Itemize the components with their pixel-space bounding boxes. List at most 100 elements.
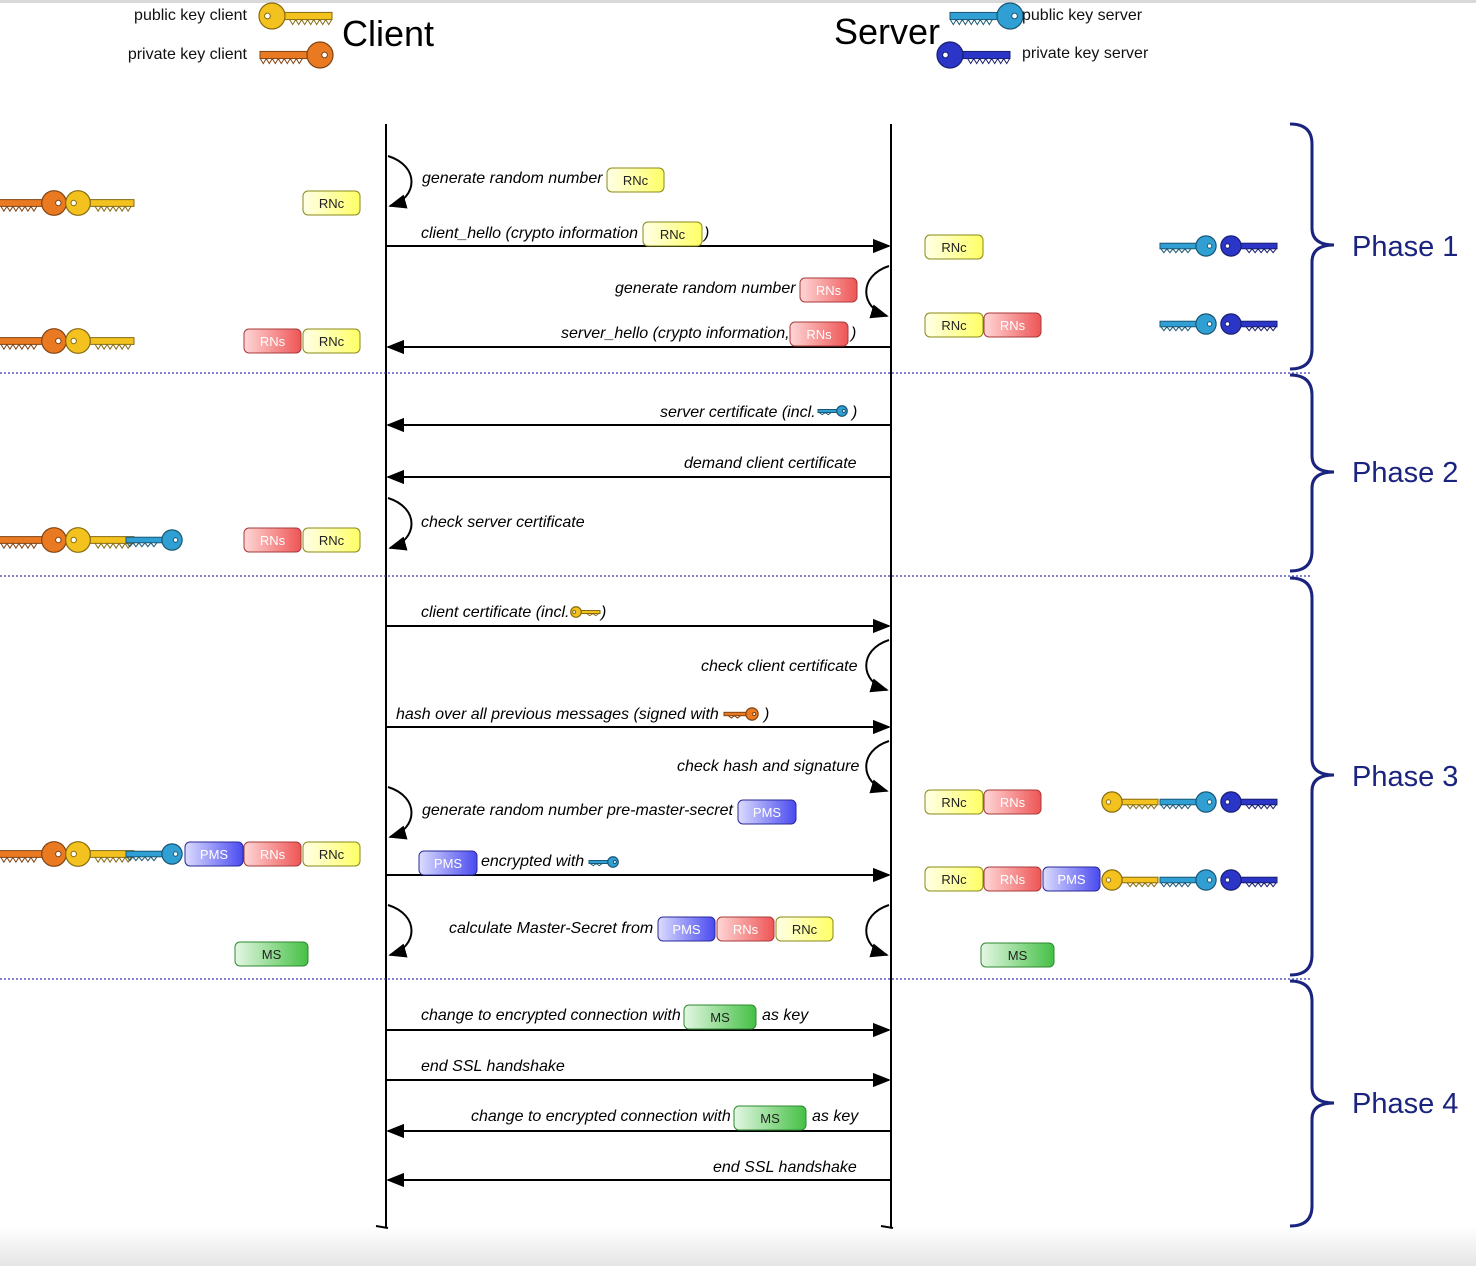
key-teeth	[949, 19, 993, 26]
key-bow	[161, 529, 183, 551]
self-loop-server	[865, 265, 890, 319]
pms-token: PMS	[737, 799, 797, 825]
token-label: PMS	[200, 847, 229, 862]
public-key-server-icon	[588, 856, 619, 868]
key-hole	[321, 51, 328, 59]
server-keys	[1159, 235, 1278, 257]
key-bow	[65, 527, 91, 553]
key-bow	[1195, 869, 1217, 891]
rns-token: RNs	[243, 328, 302, 354]
rns-token: RNs	[983, 789, 1042, 815]
private-key-client-icon	[723, 707, 759, 721]
key-bow	[41, 328, 67, 354]
key-teeth	[1160, 882, 1192, 888]
message-label: client certificate (incl.	[421, 604, 570, 621]
token-box	[789, 321, 849, 347]
legend-private-key-client-label: private key client	[128, 46, 248, 63]
key-hole	[70, 850, 77, 858]
legend-public-key-client-label: public key client	[134, 7, 248, 24]
key-bow	[1220, 235, 1242, 257]
key-shaft	[283, 11, 333, 21]
key-hole	[1105, 799, 1112, 805]
message-label: hash over all previous messages (signed …	[396, 706, 719, 723]
public-key-client-icon	[65, 190, 135, 216]
key-teeth	[94, 857, 132, 864]
token-box	[924, 866, 984, 892]
token-label: MS	[262, 947, 282, 962]
public-key-client-icon	[1101, 791, 1159, 813]
key-bow	[996, 2, 1024, 30]
key-shaft	[961, 50, 1011, 60]
key-shaft	[723, 711, 747, 717]
key-shaft	[1239, 876, 1278, 884]
rns-token: RNs	[983, 312, 1042, 338]
token-box	[243, 841, 302, 867]
public-key-server-icon	[1159, 313, 1217, 335]
key-hole	[942, 51, 949, 59]
public-key-client-icon	[1101, 869, 1159, 891]
key-shaft	[1239, 242, 1278, 250]
key-hole	[1224, 321, 1231, 327]
window-top-edge	[0, 0, 1476, 3]
key-shaft	[1239, 798, 1278, 806]
token-box	[716, 916, 775, 942]
key-shaft	[817, 409, 838, 413]
key-bow	[258, 2, 286, 30]
phase-3-label: Phase 3	[1352, 761, 1458, 793]
legend-public-key-client-icon	[258, 2, 333, 30]
key-hole	[1224, 877, 1231, 883]
token-box	[983, 789, 1042, 815]
key-bow	[1195, 313, 1217, 335]
token-box	[733, 1105, 807, 1131]
actor-server-title: Server	[834, 11, 940, 52]
token-box	[924, 234, 984, 260]
self-loop-client	[387, 155, 413, 209]
rnc-token: RNc	[775, 916, 834, 942]
key-bow	[1195, 235, 1217, 257]
actor-client-title: Client	[342, 13, 434, 54]
self-loop-client	[387, 786, 413, 840]
legend-private-key-server-icon	[936, 41, 1011, 69]
pms-token: PMS	[657, 916, 716, 942]
key-hole	[55, 199, 62, 207]
token-label: RNs	[1000, 795, 1026, 810]
key-shaft	[1159, 798, 1198, 806]
key-shaft	[949, 11, 999, 21]
key-teeth	[94, 344, 132, 351]
key-hole	[1206, 243, 1213, 249]
rnc-token: RNc	[642, 221, 703, 247]
token-box	[983, 312, 1042, 338]
token-box	[775, 916, 834, 942]
message-label: change to encrypted connection with	[471, 1108, 731, 1125]
message-label: encrypted with	[481, 853, 584, 870]
ms-token: MS	[683, 1004, 757, 1030]
public-key-server-icon	[1159, 791, 1217, 813]
self-loop-client	[387, 904, 413, 958]
private-key-server-icon	[1220, 235, 1278, 257]
key-teeth	[94, 206, 132, 213]
key-teeth	[1245, 326, 1277, 332]
key-teeth	[94, 543, 132, 550]
key-hole	[55, 536, 62, 544]
key-hole	[172, 851, 179, 857]
public-key-client-icon	[65, 527, 135, 553]
private-key-client-icon	[0, 190, 67, 216]
token-box	[302, 328, 361, 354]
self-loop-server	[865, 639, 890, 693]
ms-token: MS	[234, 941, 309, 967]
key-teeth	[1160, 248, 1192, 254]
key-hole	[1224, 243, 1231, 249]
token-box	[642, 221, 703, 247]
phase-1-brace	[1289, 122, 1335, 371]
message-label-suffix: )	[702, 225, 709, 242]
token-box	[737, 799, 797, 825]
self-loop-server	[865, 904, 890, 958]
key-teeth	[1126, 804, 1158, 810]
token-box	[418, 850, 478, 876]
ms-token: MS	[733, 1105, 807, 1131]
token-label: RNc	[319, 196, 345, 211]
message-label: end SSL handshake	[421, 1058, 565, 1075]
key-hole	[264, 12, 271, 20]
phase-1-label: Phase 1	[1352, 231, 1458, 263]
